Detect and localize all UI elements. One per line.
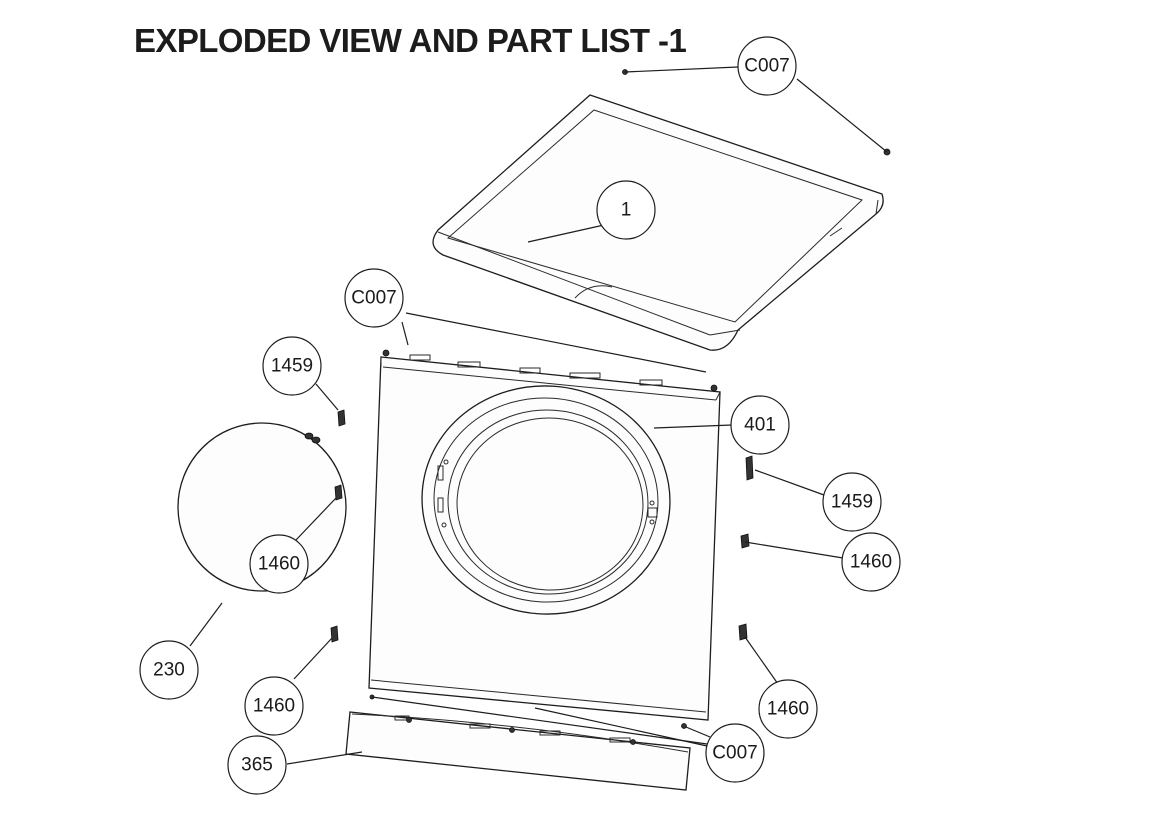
- svg-text:1460: 1460: [850, 552, 892, 573]
- svg-text:230: 230: [153, 660, 185, 681]
- callout-bottom-c007: C007: [705, 723, 765, 783]
- svg-text:1460: 1460: [253, 696, 295, 717]
- svg-text:C007: C007: [351, 288, 396, 309]
- page-title: EXPLODED VIEW AND PART LIST -1: [134, 22, 687, 59]
- callout-front-401: 401: [730, 395, 790, 455]
- front-panel-part: [368, 349, 721, 721]
- leader-lines: [189, 66, 888, 765]
- screw-bottom-parts: [369, 694, 687, 729]
- svg-text:365: 365: [241, 755, 273, 776]
- svg-text:1460: 1460: [258, 554, 300, 575]
- callout-right-1460-a: 1460: [841, 532, 901, 592]
- callout-right-1459: 1459: [822, 472, 882, 532]
- svg-text:C007: C007: [744, 56, 789, 77]
- callout-kick-365: 365: [227, 735, 287, 795]
- door-hinge-clip: [304, 432, 321, 444]
- kick-panel-part: [345, 711, 691, 791]
- svg-text:1: 1: [621, 200, 632, 221]
- svg-text:1459: 1459: [831, 492, 873, 513]
- callout-left-1460-b: 1460: [244, 676, 304, 736]
- svg-text:C007: C007: [712, 743, 757, 764]
- clip-1459-right-part: [745, 455, 754, 481]
- callout-door-230: 230: [139, 640, 199, 700]
- svg-text:1459: 1459: [271, 356, 313, 377]
- callout-door-1460: 1460: [249, 534, 309, 594]
- callout-mid-c007: C007: [344, 268, 404, 328]
- callout-left-1459: 1459: [262, 336, 322, 396]
- clip-1460-parts: [330, 484, 750, 643]
- svg-text:401: 401: [744, 415, 776, 436]
- callout-right-1460-b: 1460: [758, 679, 818, 739]
- callout-top-cover: 1: [596, 180, 656, 240]
- top-cover-part: [432, 94, 884, 351]
- callout-top-c007: C007: [737, 36, 797, 96]
- svg-text:1460: 1460: [767, 699, 809, 720]
- clip-1459-left-part: [337, 409, 346, 427]
